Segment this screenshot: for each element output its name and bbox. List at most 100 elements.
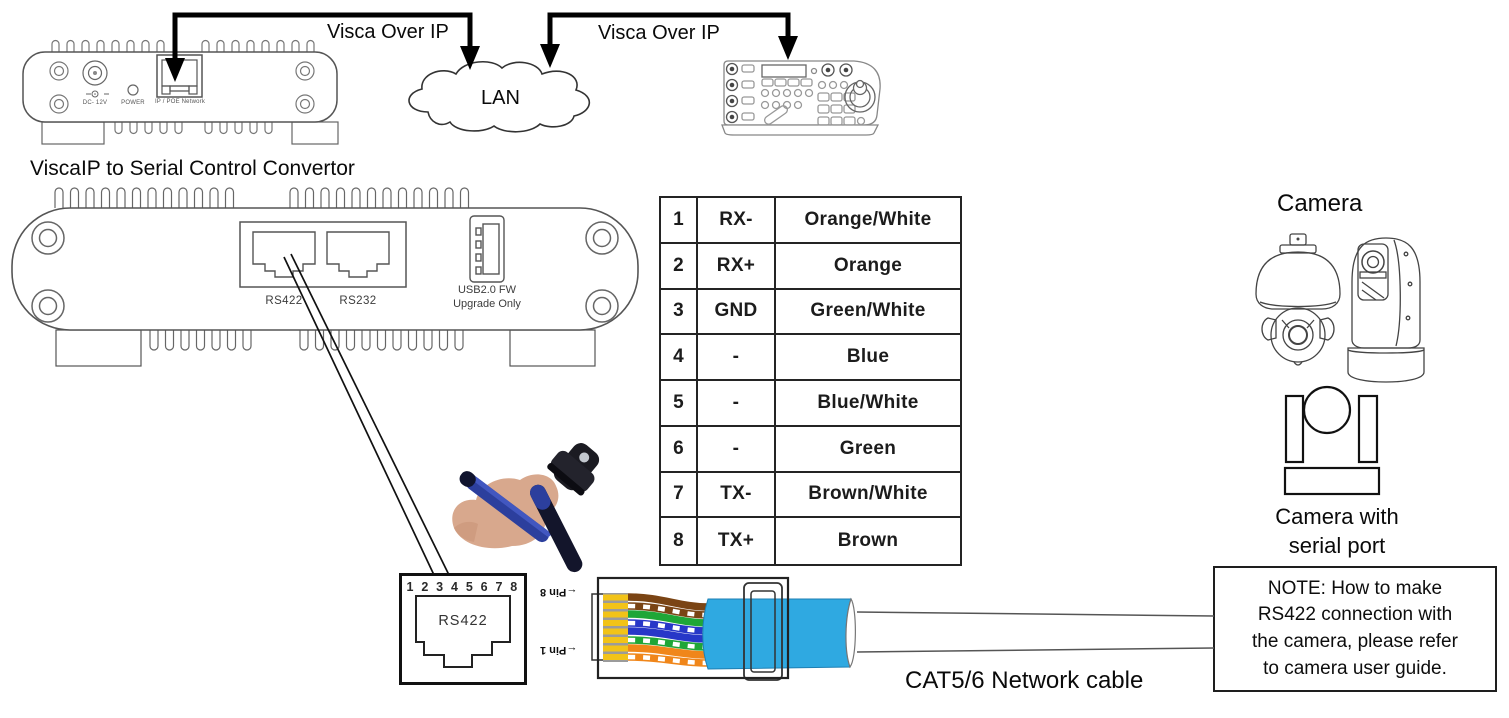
keyboard-base xyxy=(721,124,880,136)
rj45-pin-numbers: 1 2 3 4 5 6 7 8 xyxy=(406,580,520,594)
ptz-cameras xyxy=(1255,233,1425,383)
camera-title: Camera xyxy=(1277,190,1363,217)
pin-wire-color: Brown/White xyxy=(808,483,928,505)
pin-wire-color: Green/White xyxy=(810,300,926,322)
visca-over-ip-label-left: Visca Over IP xyxy=(327,21,449,43)
wire-orange-white xyxy=(627,653,709,667)
rs422-port-label: RS422 xyxy=(265,295,303,307)
rj45-jack-label: RS422 xyxy=(438,613,488,629)
display xyxy=(761,64,807,78)
power-label: POWER xyxy=(121,100,145,106)
pin-wire-color: Blue xyxy=(846,346,890,368)
device-foot-left xyxy=(55,329,142,367)
hand-shadow xyxy=(454,521,478,542)
cable-run-line-top xyxy=(856,611,1215,617)
top-knob-1 xyxy=(821,63,835,77)
usb-label-line1: USB2.0 FW xyxy=(457,284,517,296)
heatsink-fins-top xyxy=(54,187,235,208)
camera-right-bracket xyxy=(1357,394,1379,464)
right-circle-buttons xyxy=(817,80,849,90)
corner-screws xyxy=(49,61,315,114)
wire-orange xyxy=(627,644,709,659)
device-foot-right xyxy=(291,121,339,145)
cable-jacket xyxy=(702,598,852,670)
joystick-keyboard xyxy=(721,60,881,136)
camera-serial-caption-line2: serial port xyxy=(1288,533,1386,559)
camera-serial-caption-line1: Camera with xyxy=(1275,504,1399,529)
lan-cloud xyxy=(408,61,591,133)
wire-brown xyxy=(627,593,709,611)
note-line: to camera user guide. xyxy=(1263,657,1447,679)
dc-polarity-icon xyxy=(86,90,109,98)
dome-camera xyxy=(1255,233,1341,366)
pin-signal: - xyxy=(698,335,776,379)
rs232-port-label: RS232 xyxy=(339,295,377,307)
pin-wire-color: Green xyxy=(839,437,897,459)
table-row: 5-Blue/White xyxy=(661,381,960,427)
crimping-tool-photo xyxy=(452,443,600,573)
device-foot-left xyxy=(41,121,105,145)
camera-base xyxy=(1283,466,1381,496)
center-buttons xyxy=(760,78,814,110)
wire-green xyxy=(627,610,709,627)
camera-serial-drawing xyxy=(1283,385,1381,496)
pin-wire-color: Brown xyxy=(837,530,899,552)
pin-signal: RX- xyxy=(698,198,776,242)
converter-caption: ViscaIP to Serial Control Convertor xyxy=(30,157,355,180)
device-foot-right xyxy=(509,329,596,367)
rj45-jack-diagram: 1 2 3 4 5 6 7 8 RS422 xyxy=(399,573,527,685)
heatsink-fins-top2 xyxy=(289,187,470,208)
heatsink-fins-bottom xyxy=(149,330,252,351)
heatsink-fins-top2 xyxy=(201,39,315,52)
table-row: 4- Blue xyxy=(661,335,960,381)
usb-port xyxy=(469,215,505,283)
converter-big-device xyxy=(11,187,639,367)
dc-label: DC- 12V xyxy=(82,100,108,106)
pin-wire-color: Orange xyxy=(833,254,903,276)
heatsink-fins-top xyxy=(51,39,165,52)
visca-over-ip-label-right: Visca Over IP xyxy=(598,22,720,44)
note-box: NOTE: How to make RS422 connection with … xyxy=(1213,566,1497,692)
pin-wire-color: Orange/White xyxy=(804,208,932,230)
camera-left-bracket xyxy=(1284,394,1305,464)
small-led xyxy=(810,67,818,75)
cable-break xyxy=(845,597,856,669)
wire-brown-white xyxy=(627,602,709,619)
rj45-plug-cable xyxy=(591,576,856,681)
power-led xyxy=(127,84,139,96)
usb-label-line2: Upgrade Only xyxy=(453,297,521,310)
rj45-jack-outline xyxy=(415,595,511,668)
rugged-ptz-camera xyxy=(1347,237,1425,383)
heatsink-fins-bottom2 xyxy=(204,122,273,135)
lan-label: LAN xyxy=(481,87,520,109)
pin1-label: ←Pin 1 xyxy=(540,644,578,656)
crimper-handle-dark xyxy=(530,484,583,573)
pin1-arrow-icon: ← xyxy=(566,644,578,656)
camera-select-button xyxy=(763,105,789,125)
cable-caption: CAT5/6 Network cable xyxy=(905,667,1144,694)
pin-number: 4 xyxy=(661,335,698,379)
cable-run-line-bottom xyxy=(856,647,1215,653)
usb-label: USB2.0 FW Upgrade Only xyxy=(442,284,532,312)
left-buttons xyxy=(741,64,755,121)
strain-relief-latch xyxy=(743,582,783,681)
crimper-head xyxy=(547,443,600,496)
top-knob-2 xyxy=(839,63,853,77)
heatsink-fins-bottom2 xyxy=(299,330,464,351)
gold-contacts xyxy=(603,594,628,660)
note-line: NOTE: How to make xyxy=(1267,577,1443,599)
pin-signal: - xyxy=(698,426,776,471)
camera-lens-ball xyxy=(1302,385,1352,435)
corner-screws xyxy=(31,221,619,323)
pin-number: 8 xyxy=(661,518,698,564)
joystick xyxy=(844,79,876,113)
pin-signal: RX+ xyxy=(698,243,776,288)
wire-blue-white xyxy=(627,619,709,635)
note-line: the camera, please refer xyxy=(1252,631,1458,652)
